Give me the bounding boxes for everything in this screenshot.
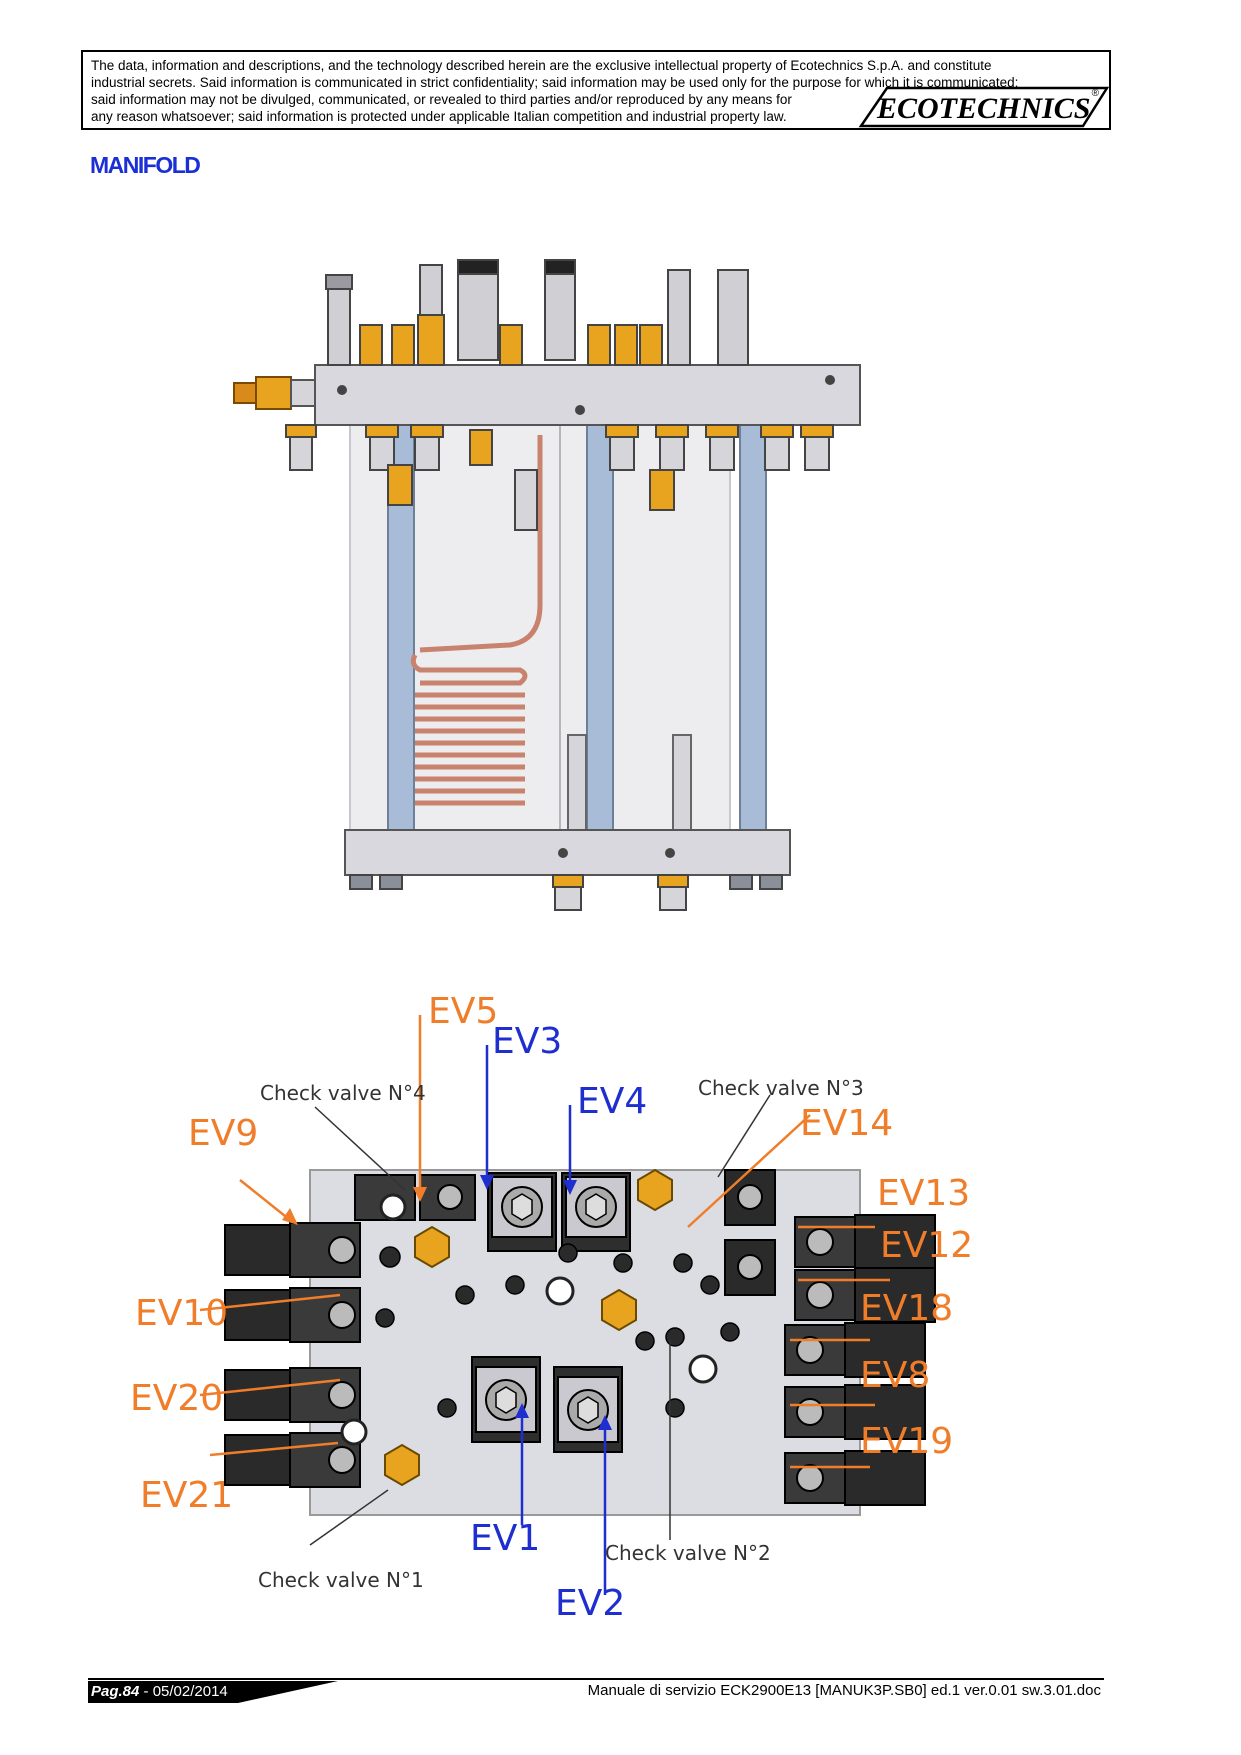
inner-tube-2 xyxy=(672,734,692,836)
top-fittings xyxy=(325,259,749,366)
label-check-valve-1: Check valve N°1 xyxy=(258,1568,424,1592)
inlet-fitting-body-icon xyxy=(290,379,316,407)
ev9-leader xyxy=(239,1179,291,1221)
label-ev9: EV9 xyxy=(188,1113,258,1154)
label-check-valve-2: Check valve N°2 xyxy=(605,1541,771,1565)
label-ev13: EV13 xyxy=(877,1173,970,1214)
manifold-top-view-figure: EV5 EV3 EV4 EV9 EV14 EV13 EV12 EV18 EV8 … xyxy=(130,995,973,1624)
bottom-fittings xyxy=(349,874,783,911)
disclaimer-text: The data, information and descriptions, … xyxy=(91,57,1103,125)
check4-leader xyxy=(314,1106,406,1191)
label-ev18: EV18 xyxy=(860,1288,953,1329)
footer-date: - 05/02/2014 xyxy=(139,1683,228,1700)
disclaimer-line-4: any reason whatsoever; said information … xyxy=(91,109,787,124)
screw-icon xyxy=(558,848,568,858)
screw-icon xyxy=(825,375,835,385)
label-ev14: EV14 xyxy=(800,1103,893,1144)
footer-page-badge: Pag.84 - 05/02/2014 xyxy=(88,1681,338,1703)
sensor-ports xyxy=(340,1193,718,1446)
tie-rod-center xyxy=(586,424,614,836)
copper-coil-icon xyxy=(410,435,543,806)
label-ev3: EV3 xyxy=(492,1021,562,1062)
ecotechnics-logo: ECOTECHNICS ® xyxy=(857,86,1110,128)
label-ev2: EV2 xyxy=(555,1583,625,1624)
section-title: MANIFOLD xyxy=(90,152,201,178)
left-solenoid-valves xyxy=(224,1222,361,1488)
ev21-leader xyxy=(209,1441,339,1457)
label-ev12: EV12 xyxy=(880,1225,973,1266)
page-number: Pag.84 xyxy=(91,1683,140,1700)
registered-mark: ® xyxy=(1091,88,1099,99)
inner-tube-1 xyxy=(567,734,587,836)
logo-frame-icon xyxy=(858,86,1110,128)
screw-icon xyxy=(575,405,585,415)
label-ev21: EV21 xyxy=(140,1475,233,1516)
footer-rule xyxy=(88,1678,1104,1680)
ev10-leader xyxy=(199,1293,341,1312)
screw-icon xyxy=(337,385,347,395)
label-ev1: EV1 xyxy=(470,1518,540,1559)
label-ev5: EV5 xyxy=(428,995,498,1032)
footer-badge-shape-icon xyxy=(88,1681,338,1703)
disclaimer-line-2: industrial secrets. Said information is … xyxy=(91,75,1019,90)
tie-rod-right xyxy=(739,424,767,836)
disclaimer-line-1: The data, information and descriptions, … xyxy=(91,58,992,73)
check3-leader xyxy=(717,1094,771,1178)
footer-document-name: Manuale di servizio ECK2900E13 [MANUK3P.… xyxy=(587,1682,1101,1699)
confidentiality-notice: The data, information and descriptions, … xyxy=(81,50,1111,130)
small-ports xyxy=(375,1243,740,1418)
top-solenoid-heads xyxy=(354,1169,776,1296)
logo-text: ECOTECHNICS xyxy=(877,92,1091,125)
label-check-valve-4: Check valve N°4 xyxy=(260,1081,426,1105)
label-ev8: EV8 xyxy=(860,1355,930,1396)
brass-check-valves xyxy=(384,1168,673,1487)
label-ev4: EV4 xyxy=(577,1081,647,1122)
manifold-side-view-figure xyxy=(233,259,861,911)
right-solenoid-valves xyxy=(784,1214,936,1506)
ev20-leader xyxy=(199,1378,341,1397)
label-ev20: EV20 xyxy=(130,1378,223,1419)
label-ev10: EV10 xyxy=(135,1293,228,1334)
check1-leader xyxy=(309,1489,389,1546)
label-check-valve-3: Check valve N°3 xyxy=(698,1076,864,1100)
screw-icon xyxy=(665,848,675,858)
label-ev19: EV19 xyxy=(860,1421,953,1462)
top-plate xyxy=(314,364,861,426)
inlet-fitting-icon xyxy=(233,382,257,404)
inlet-fitting-nut-icon xyxy=(255,376,292,410)
ev14-leader xyxy=(687,1114,811,1228)
arrowheads xyxy=(282,1175,612,1430)
disclaimer-line-3: said information may not be divulged, co… xyxy=(91,92,792,107)
under-plate-fittings xyxy=(285,424,834,531)
